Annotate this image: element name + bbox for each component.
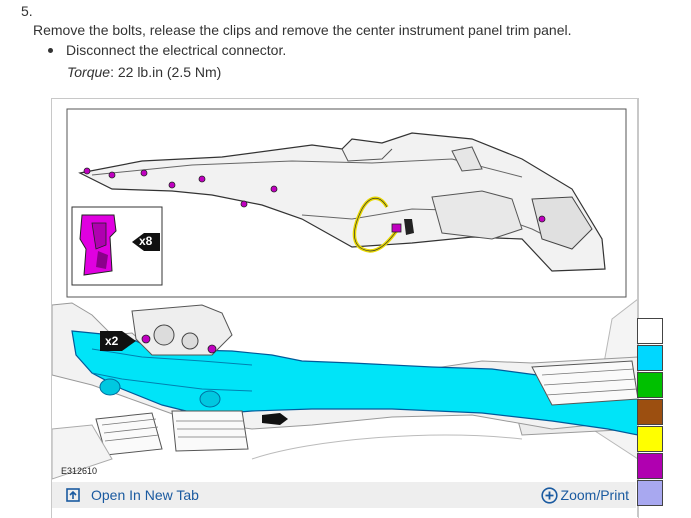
bullet-dot <box>48 47 53 53</box>
open-in-new-tab-label: Open In New Tab <box>91 487 199 503</box>
zoom-plus-icon <box>540 486 558 504</box>
bullet-text: Disconnect the electrical connector. <box>66 42 287 58</box>
illustration-drawing <box>52 108 638 480</box>
trim-panel-highlight <box>71 330 638 436</box>
legend-swatch <box>637 345 663 371</box>
legend-swatch <box>637 399 663 425</box>
callout-clips-label: x8 <box>139 234 153 248</box>
torque-label: Torque <box>67 64 111 80</box>
torque-spec: Torque: 22 lb.in (2.5 Nm) <box>67 64 221 80</box>
legend-swatch <box>637 480 663 506</box>
callout-bolts-label: x2 <box>105 334 119 348</box>
step-instruction: Remove the bolts, release the clips and … <box>33 22 572 38</box>
color-legend <box>637 318 663 507</box>
torque-value: : 22 lb.in (2.5 Nm) <box>110 64 222 80</box>
legend-swatch <box>637 453 663 479</box>
step-bullet: Disconnect the electrical connector. <box>48 42 286 58</box>
legend-swatch <box>637 372 663 398</box>
frame-divider <box>637 98 638 517</box>
zoom-print-link[interactable]: Zoom/Print <box>540 486 629 504</box>
open-in-new-tab-icon <box>66 488 80 502</box>
figure-illustration[interactable] <box>51 98 639 518</box>
legend-swatch <box>637 426 663 452</box>
figure-toolbar: Open In New Tab Zoom/Print <box>52 482 636 508</box>
figure-id: E312610 <box>61 466 98 476</box>
open-in-new-tab-link[interactable]: Open In New Tab <box>66 487 199 503</box>
step-number: 5. <box>21 3 33 19</box>
legend-swatch <box>637 318 663 344</box>
zoom-print-label: Zoom/Print <box>560 487 629 503</box>
